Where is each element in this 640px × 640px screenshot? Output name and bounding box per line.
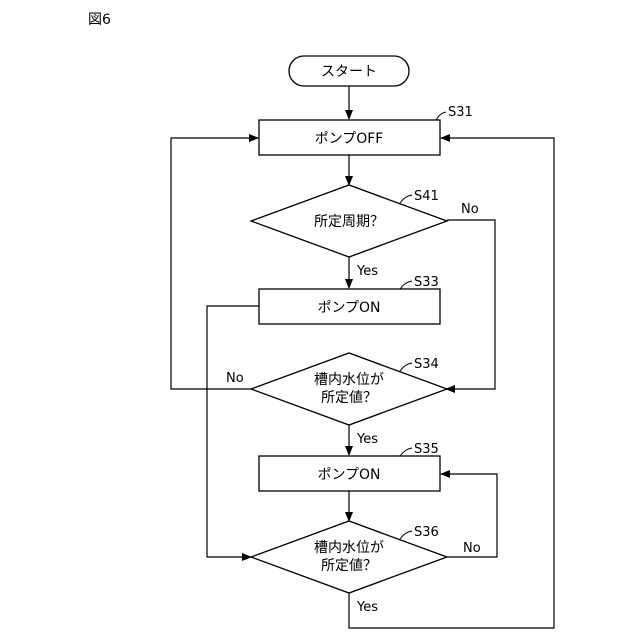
process-s31: ポンプOFF S31	[259, 105, 473, 155]
branch-label-s34-no: No	[226, 371, 244, 386]
figure-label: 図6	[88, 12, 111, 28]
process-s35-label: ポンプON	[317, 467, 380, 483]
decision-s34-label-line2: 所定値？	[321, 390, 377, 406]
step-label-s34: S34	[414, 357, 439, 372]
decision-s41-label: 所定周期？	[314, 214, 384, 230]
decision-s36: 槽内水位が 所定値？ S36	[251, 521, 447, 593]
edge-s33-s36	[207, 306, 259, 557]
process-s33-label: ポンプON	[317, 300, 380, 316]
step-label-s41: S41	[414, 189, 439, 204]
step-label-s36: S36	[414, 525, 439, 540]
edge-s41-no-s34	[446, 220, 495, 389]
step-label-s35: S35	[414, 442, 439, 457]
branch-label-s36-yes: Yes	[356, 600, 378, 615]
branch-label-s34-yes: Yes	[356, 432, 378, 447]
branch-label-s41-yes: Yes	[356, 264, 378, 279]
decision-s34-label-line1: 槽内水位が	[314, 372, 384, 388]
process-s31-label: ポンプOFF	[315, 131, 384, 147]
step-label-s33: S33	[414, 275, 439, 290]
branch-label-s36-no: No	[463, 541, 481, 556]
decision-s36-label-line2: 所定値？	[321, 558, 377, 574]
start-node-label: スタート	[321, 64, 377, 80]
start-node: スタート	[289, 56, 409, 86]
edge-s34-no-s31	[171, 138, 258, 389]
decision-s41: 所定周期？ S41	[251, 185, 447, 257]
branch-label-s41-no: No	[461, 202, 479, 217]
decision-s36-label-line1: 槽内水位が	[314, 540, 384, 556]
decision-s34: 槽内水位が 所定値？ S34	[251, 353, 447, 425]
step-label-s31: S31	[448, 105, 473, 120]
